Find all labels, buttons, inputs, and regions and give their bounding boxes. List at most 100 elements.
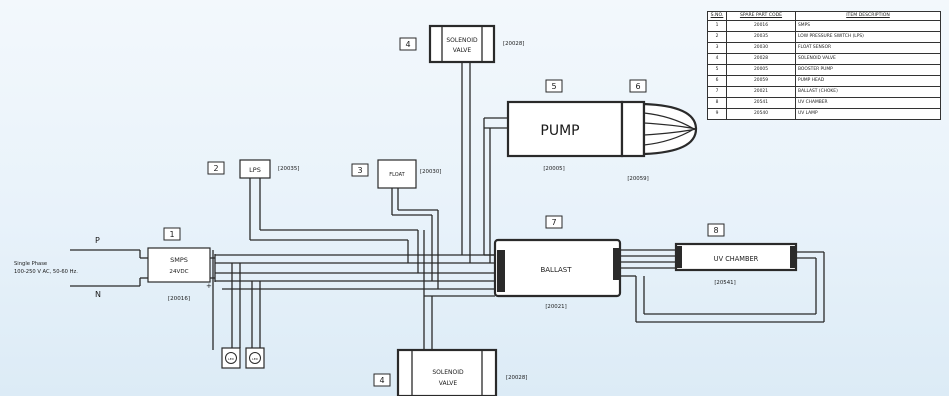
ballast-code: [20021]: [545, 304, 566, 310]
row-no: 4: [707, 53, 727, 65]
table-row: 8 20541 UV CHAMBER: [707, 97, 941, 109]
valve-bottom-label-1: SOLENOID: [432, 369, 464, 376]
table-row: 3 20030 FLOAT SENSOR: [707, 42, 941, 54]
ballast-component: 7 BALLAST [20021]: [493, 215, 622, 310]
row-desc: UV CHAMBER: [795, 97, 941, 109]
supply-phase-label: Single Phase: [14, 261, 47, 267]
lps-component: 2 LPS [20035]: [207, 159, 299, 179]
solenoid-valve-top-component: 4 SOLENOID VALVE [20028]: [399, 24, 524, 64]
pump-head-code: [20059]: [627, 176, 648, 182]
valve-top-label-1: SOLENOID: [446, 37, 478, 44]
row-code: 20540: [726, 108, 796, 120]
wires: [70, 62, 825, 350]
ballast-number-box: [545, 215, 563, 229]
valve-bottom-number: 4: [379, 376, 384, 385]
row-desc: SMPS: [795, 20, 941, 32]
uv-chamber-box: [674, 242, 798, 272]
pump-number-box: [545, 79, 563, 93]
valve-bottom-label-2: VALVE: [439, 380, 458, 387]
valve-top-box: [428, 24, 496, 64]
header-code: SPARE PART CODE: [726, 11, 796, 21]
valve-bottom-number-box: [373, 373, 391, 387]
valve-top-number-box: [399, 37, 417, 51]
valve-bottom-code: [20028]: [506, 375, 527, 381]
led-2-icon: [249, 352, 261, 364]
header-description: ITEM DESCRIPTION: [795, 11, 941, 21]
smps-number-box: [163, 227, 181, 241]
lps-code: [20035]: [278, 166, 299, 172]
valve-bottom-box: [396, 348, 498, 396]
uv-chamber-component: 8 UV CHAMBER [20541]: [674, 223, 798, 286]
valve-top-number: 4: [405, 40, 410, 49]
led-1-icon: [225, 352, 237, 364]
pump-head-component: 6 [20059]: [620, 79, 698, 182]
row-code: 20005: [726, 64, 796, 76]
parts-table-header: S.NO. SPARE PART CODE ITEM DESCRIPTION: [707, 11, 941, 21]
pump-number: 5: [551, 82, 556, 91]
supply-n-label: N: [95, 290, 101, 299]
row-desc: BOOSTER PUMP: [795, 64, 941, 76]
row-no: 8: [707, 97, 727, 109]
header-sno: S.NO.: [707, 11, 727, 21]
table-row: 4 20028 SOLENOID VALVE: [707, 53, 941, 65]
pump-component: 5 PUMP [20005]: [506, 79, 624, 172]
row-no: 5: [707, 64, 727, 76]
ballast-output-connector: [613, 248, 620, 280]
row-desc: FLOAT SENSOR: [795, 42, 941, 54]
row-no: 6: [707, 75, 727, 87]
table-row: 7 20021 BALLAST (CHOKE): [707, 86, 941, 98]
row-desc: LOW PRESSURE SWITCH (LPS): [795, 31, 941, 43]
lps-label: LPS: [249, 166, 261, 174]
float-box: [377, 159, 417, 189]
row-code: 20059: [726, 75, 796, 87]
pump-head-body: [620, 100, 646, 158]
smps-component: 1 SMPS 24VDC [20016]: [147, 227, 211, 302]
row-code: 20021: [726, 86, 796, 98]
row-no: 3: [707, 42, 727, 54]
smps-number: 1: [169, 230, 174, 239]
row-code: 20016: [726, 20, 796, 32]
row-desc: PUMP HEAD: [795, 75, 941, 87]
table-row: 6 20059 PUMP HEAD: [707, 75, 941, 87]
led-1-label: LED: [228, 357, 235, 361]
valve-top-code: [20028]: [503, 41, 524, 47]
smps-box: [147, 247, 211, 283]
lps-box: [239, 159, 271, 179]
supply-p-label: P: [95, 236, 100, 245]
uv-chamber-right-cap: [790, 246, 796, 268]
row-code: 20028: [726, 53, 796, 65]
row-desc: BALLAST (CHOKE): [795, 86, 941, 98]
uv-chamber-number: 8: [713, 226, 718, 235]
uv-chamber-left-cap: [676, 246, 682, 268]
table-row: 1 20016 SMPS: [707, 20, 941, 32]
solenoid-valve-bottom-component: 4 SOLENOID VALVE [20028]: [373, 348, 527, 396]
row-no: 1: [707, 20, 727, 32]
pump-head-dome: [642, 102, 698, 156]
smps-label: SMPS: [170, 256, 188, 264]
lps-number: 2: [213, 164, 218, 173]
float-component: 3 FLOAT [20030]: [351, 159, 441, 189]
float-code: [20030]: [420, 169, 441, 175]
row-no: 7: [707, 86, 727, 98]
float-number: 3: [357, 166, 362, 175]
uv-chamber-number-box: [707, 223, 725, 237]
ballast-input-connector: [497, 250, 505, 292]
smps-voltage: 24VDC: [169, 269, 188, 275]
float-number-box: [351, 163, 369, 177]
smps-plus-label: +: [206, 282, 212, 290]
row-code: 20035: [726, 31, 796, 43]
pump-label: PUMP: [540, 123, 579, 139]
table-row: 9 20540 UV LAMP: [707, 108, 941, 120]
row-desc: UV LAMP: [795, 108, 941, 120]
row-code: 20030: [726, 42, 796, 54]
pump-head-number: 6: [635, 82, 640, 91]
row-no: 2: [707, 31, 727, 43]
pump-head-vanes: [643, 112, 697, 146]
row-code: 20541: [726, 97, 796, 109]
float-label: FLOAT: [389, 172, 405, 178]
uv-chamber-code: [20541]: [714, 280, 735, 286]
pump-code: [20005]: [543, 166, 564, 172]
pump-box: [506, 100, 624, 158]
valve-top-label-2: VALVE: [453, 47, 472, 54]
